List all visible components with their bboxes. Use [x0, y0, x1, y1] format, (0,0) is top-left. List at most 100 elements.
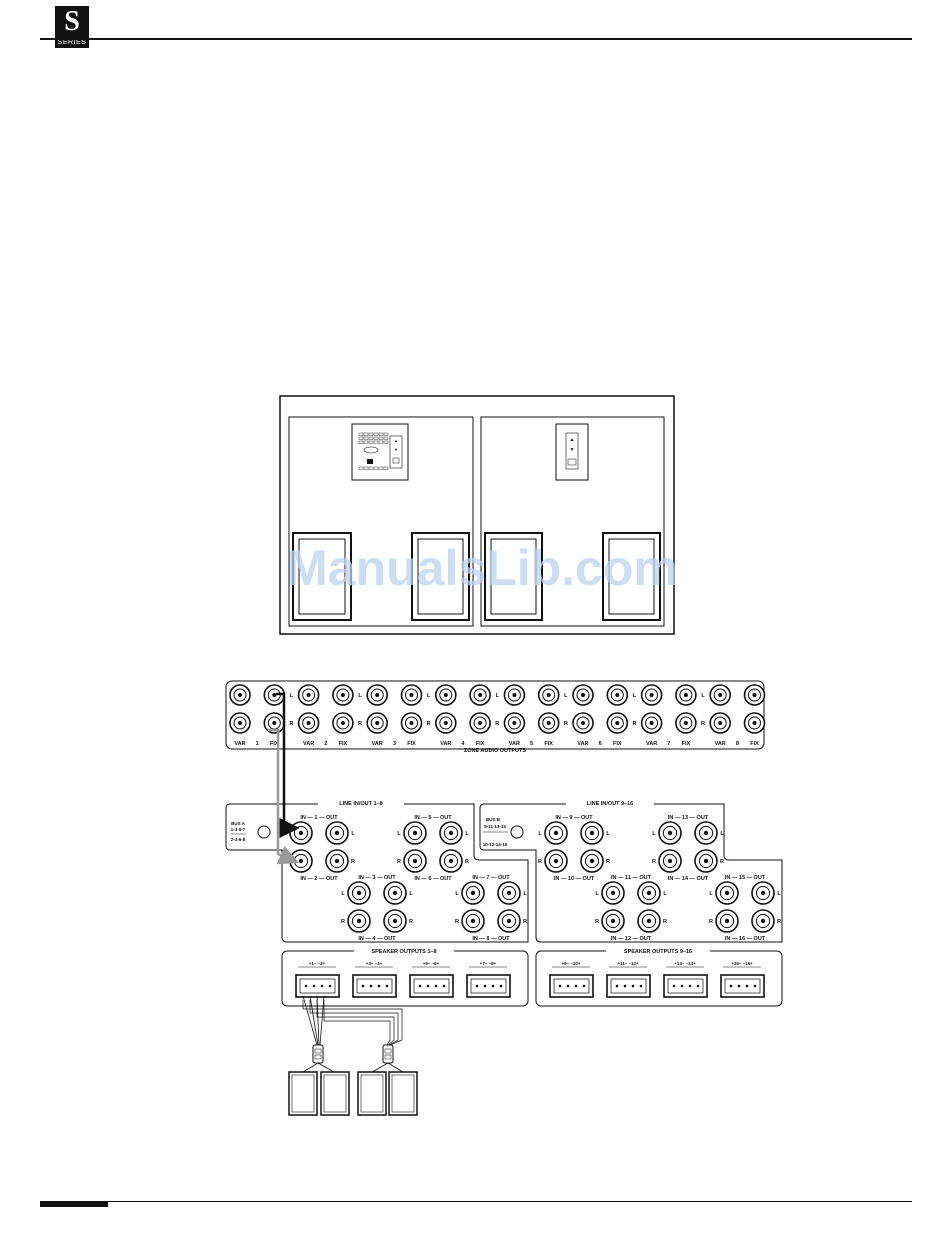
watermark: ManualsLib.com — [286, 540, 678, 596]
zone-4-fix-l-jack — [469, 684, 491, 706]
zone-2-var-r-jack — [297, 712, 320, 734]
line-a-l-label: L — [455, 891, 459, 897]
line-io-9-16-panel: LINE IN/OUT 9–16 BUS B 9-11-13-15 10-12-… — [479, 799, 783, 943]
line-b-pair-bottom-label: IN — 14 — OUT — [668, 876, 709, 882]
line-a-r-label: R — [409, 919, 413, 925]
spk-a-terminal-label: +7– –8+ — [480, 961, 497, 966]
line-b-pair-top-label: IN — 13 — OUT — [668, 815, 709, 821]
line-b-l-label: L — [720, 831, 724, 837]
line-b-pair-bottom-label: IN — 16 — OUT — [725, 936, 766, 942]
bus-a-bottom: 2-4-6-8 — [231, 837, 246, 842]
zone-7-var-l-jack — [640, 684, 663, 706]
zone-var-label: VAR — [715, 741, 726, 747]
spk-a-terminal-block — [466, 974, 511, 998]
line-b-r-label: R — [652, 859, 656, 865]
line-b-r-label: R — [538, 859, 542, 865]
line-b-out-l-jack — [694, 821, 718, 845]
line-a-pair-top-label: IN — 1 — OUT — [300, 815, 338, 821]
speaker-outputs-9-16-title: SPEAKER OUTPUTS 9–16 — [624, 949, 692, 955]
zone-4-var-r-jack — [434, 712, 457, 734]
zone-var-label: VAR — [372, 741, 383, 747]
zone-8-fix-l-jack — [743, 684, 766, 706]
line-b-out-l-jack — [637, 881, 661, 905]
line-b-r-label: R — [606, 859, 610, 865]
line-b-out-r-jack — [694, 849, 718, 873]
footer-rule — [40, 1201, 912, 1202]
zone-number-label: 7 — [667, 741, 670, 747]
line-a-r-label: R — [397, 859, 401, 865]
line-b-l-label: L — [663, 891, 667, 897]
line-b-r-label: R — [720, 859, 724, 865]
svg-text:▼: ▼ — [394, 447, 398, 452]
line-a-in-l-jack — [347, 881, 371, 905]
logo-caption: SERIES — [57, 39, 87, 46]
line-a-out-l-jack — [497, 881, 521, 905]
bus-b-bottom: 10-12-14-16 — [483, 842, 508, 847]
zone-fix-label: FIX — [270, 741, 279, 747]
zone-audio-outputs-title: ZONE AUDIO OUTPUTS — [464, 748, 526, 754]
spk-b-terminal-block — [663, 974, 708, 998]
line-io-1-8-panel: LINE IN/OUT 1–8 BUS A 1-3-5-7 2-4-6-8 IN… — [225, 799, 529, 943]
svg-text:▼: ▼ — [570, 447, 575, 453]
line-a-in-l-jack — [403, 821, 427, 845]
zone-1-var-l-jack — [229, 684, 251, 706]
line-b-l-label: L — [595, 891, 599, 897]
spk-b-terminal-label: +11– –12+ — [617, 961, 639, 966]
line-a-in-r-jack — [347, 909, 371, 933]
line-b-in-l-jack — [715, 881, 739, 905]
room-speaker-4 — [602, 532, 661, 621]
line-b-in-l-jack — [658, 821, 682, 845]
line-b-l-label: L — [652, 831, 656, 837]
line-a-out-r-jack — [325, 849, 349, 873]
zone-5-fix-l-jack — [537, 684, 560, 706]
line-a-in-l-jack — [289, 821, 313, 845]
zone-fix-label: FIX — [750, 741, 759, 747]
spk-a-terminal-block — [295, 974, 340, 998]
zone-4-var-l-jack — [434, 684, 457, 706]
line-a-r-label: R — [341, 919, 345, 925]
line-b-in-l-jack — [601, 881, 625, 905]
zone-r-label: R — [495, 721, 499, 727]
line-a-pair-bottom-label: IN — 6 — OUT — [414, 876, 452, 882]
line-b-pair-top-label: IN — 9 — OUT — [555, 815, 593, 821]
zone-6-fix-l-jack — [606, 684, 629, 706]
line-a-in-l-jack — [461, 881, 485, 905]
zone-l-label: L — [496, 693, 500, 699]
line-a-l-label: L — [341, 891, 345, 897]
line-a-l-label: L — [465, 831, 469, 837]
speaker-wiring — [288, 995, 418, 1116]
wall-speaker-3 — [357, 1071, 387, 1116]
cable-left-channel — [276, 692, 300, 838]
line-b-out-r-jack — [580, 849, 604, 873]
wall-speaker-2 — [320, 1071, 350, 1116]
line-b-in-l-jack — [544, 821, 568, 845]
zone-var-label: VAR — [234, 741, 245, 747]
cable-right-channel — [268, 728, 299, 865]
zone-7-var-r-jack — [640, 712, 663, 734]
zone-number-label: 3 — [393, 741, 396, 747]
spk-a-terminal-label: +1– –2+ — [309, 961, 326, 966]
zone-number-label: 1 — [256, 741, 259, 747]
line-a-pair-bottom-label: IN — 2 — OUT — [300, 876, 338, 882]
spk-a-terminal-label: +3– –4+ — [366, 961, 383, 966]
line-a-l-label: L — [351, 831, 355, 837]
speaker-outputs-9-16-panel: SPEAKER OUTPUTS 9–16 +9– –10++11– –12++1… — [535, 946, 783, 1007]
spk-b-terminal-label: +13– –14+ — [674, 961, 696, 966]
line-b-pair-bottom-label: IN — 10 — OUT — [554, 876, 595, 882]
keypad-left: ▲ ▼ — [351, 423, 409, 481]
zone-var-label: VAR — [509, 741, 520, 747]
zone-2-fix-r-jack — [332, 712, 354, 734]
zone-number-label: 4 — [461, 741, 465, 747]
wall-speaker-1 — [288, 1071, 318, 1116]
zone-var-label: VAR — [646, 741, 657, 747]
line-a-pair-top-label: IN — 5 — OUT — [414, 815, 452, 821]
line-a-l-label: L — [397, 831, 401, 837]
bus-a-jack — [257, 825, 271, 839]
zone-8-fix-r-jack — [743, 712, 766, 734]
header-rule — [40, 38, 912, 40]
line-b-in-r-jack — [658, 849, 682, 873]
zone-5-var-r-jack — [503, 712, 526, 734]
room-speaker-1 — [292, 532, 352, 621]
